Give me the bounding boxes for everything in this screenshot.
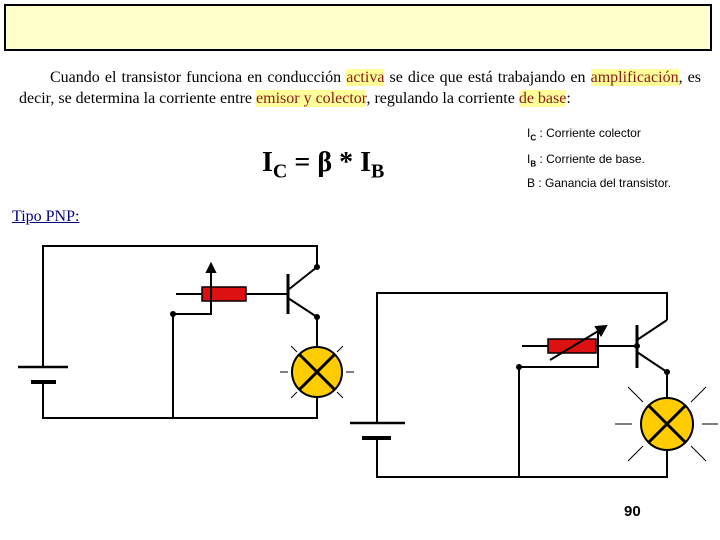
circuit-1 [18, 245, 354, 419]
para-text: : [566, 90, 571, 107]
formula-operator: = β * [287, 147, 361, 178]
legend-ib: IB : Corriente de base. [527, 152, 645, 168]
title-box [4, 4, 712, 51]
battery-icon [350, 421, 405, 440]
wires [376, 292, 668, 478]
legend-text: B : Ganancia del transistor. [527, 176, 672, 190]
legend-sub: B [530, 159, 537, 169]
highlight-de-base: de base [518, 90, 567, 107]
intro-paragraph: Cuando el transistor funciona en conducc… [19, 67, 701, 109]
highlight-activa: activa [346, 69, 385, 86]
junction-dots [170, 264, 320, 320]
legend-symbol: I [527, 152, 531, 166]
para-text: Cuando el transistor funciona en conducc… [50, 69, 347, 86]
transistor-icon [286, 266, 318, 318]
transistor-icon [635, 319, 668, 373]
para-text: se dice que está trabajando en [384, 69, 591, 86]
battery-icon [18, 365, 68, 384]
legend-symbol: I [527, 126, 531, 140]
formula-ib: I [360, 147, 371, 178]
wires [42, 245, 318, 419]
variable-resistor-icon [522, 324, 637, 361]
para-text: , es decir, se determina la corriente en… [19, 69, 701, 107]
lamp-icon [280, 345, 354, 399]
lamp-icon [615, 386, 718, 462]
para-text: , regulando la corriente [366, 90, 519, 107]
legend-text: : Corriente colector [536, 126, 641, 140]
highlight-emisor-colector: emisor y colector [256, 90, 367, 107]
gain-formula: IC = β * IB [262, 147, 384, 184]
legend-ic: IC : Corriente colector [527, 126, 641, 142]
circuit-2 [350, 292, 718, 478]
section-heading: Tipo PNP: [12, 208, 80, 225]
legend-beta: B : Ganancia del transistor. [527, 176, 671, 190]
formula-ib-sub: B [370, 160, 385, 183]
junction-dots [516, 343, 670, 375]
legend-text: : Corriente de base. [536, 152, 645, 166]
formula-ic: I [262, 147, 273, 178]
page-number: 90 [624, 503, 641, 520]
formula-ic-sub: C [272, 160, 288, 183]
highlight-amplificacion: amplificación [590, 69, 679, 86]
legend-sub: C [530, 133, 537, 143]
variable-resistor-icon [176, 261, 288, 313]
